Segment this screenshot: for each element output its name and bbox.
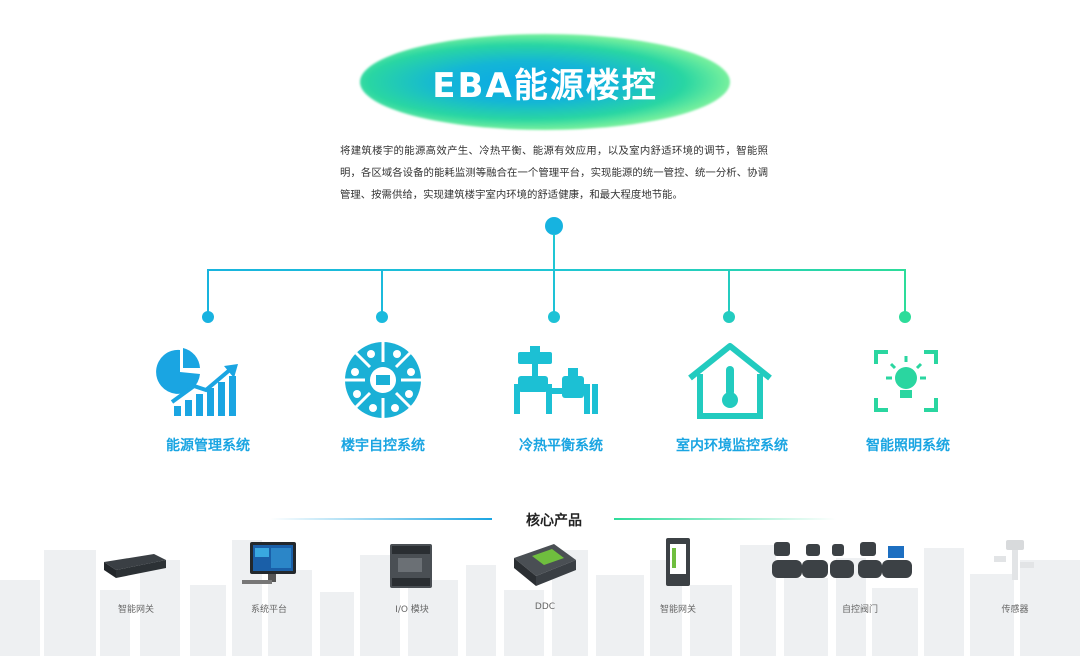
system-label-indoor-env: 室内环境监控系统 (676, 438, 788, 454)
pie-chart-bar-icon (156, 348, 238, 416)
title-background-glow (360, 34, 730, 130)
product-label-sensor: 传感器 (1001, 605, 1029, 615)
product-label-platform: 系统平台 (250, 605, 287, 615)
tree-horizontal-bar (207, 269, 906, 271)
product-label-io-module: I/O 模块 (395, 605, 429, 615)
gateway-device-icon (104, 554, 166, 578)
system-label-building: 楼宇自控系统 (341, 438, 425, 454)
tree-branch-1 (207, 270, 209, 316)
system-label-hvac-balance: 冷热平衡系统 (519, 438, 603, 454)
tree-node-3 (548, 311, 560, 323)
tree-node-4 (723, 311, 735, 323)
io-module-icon (390, 544, 432, 588)
building-automation-icon (345, 342, 421, 418)
intro-paragraph: 将建筑楼宇的能源高效产生、冷热平衡、能源有效应用，以及室内舒适环境的调节，智能照… (340, 145, 768, 201)
system-label-lighting: 智能照明系统 (866, 438, 950, 454)
tree-node-2 (376, 311, 388, 323)
core-divider-left (270, 518, 492, 520)
tree-branch-3 (553, 270, 555, 316)
product-label-ddc: DDC (534, 602, 556, 612)
sensor-icon (994, 540, 1034, 580)
light-bulb-icon (874, 350, 938, 412)
tree-branch-5 (904, 270, 906, 316)
tree-branch-4 (728, 270, 730, 316)
tree-root-node (545, 217, 563, 235)
valve-pipe-icon (514, 346, 598, 414)
tree-node-1 (202, 311, 214, 323)
product-label-gateway: 智能网关 (117, 605, 154, 615)
tree-trunk (553, 234, 555, 270)
core-divider-right (614, 518, 836, 520)
city-skyline-background (0, 540, 1080, 656)
product-label-valve: 自控阀门 (841, 605, 878, 615)
house-thermometer-icon (688, 343, 772, 419)
product-label-din-gateway: 智能网关 (659, 605, 696, 615)
monitor-platform-icon (242, 542, 296, 584)
ddc-controller-icon (514, 544, 576, 586)
core-products-title: 核心产品 (526, 513, 582, 529)
system-label-energy: 能源管理系统 (166, 438, 250, 454)
din-rail-gateway-icon (666, 538, 690, 586)
control-valve-icon (772, 542, 912, 578)
tree-branch-2 (381, 270, 383, 316)
tree-node-5 (899, 311, 911, 323)
page-title: EBA能源楼控 (432, 65, 658, 106)
